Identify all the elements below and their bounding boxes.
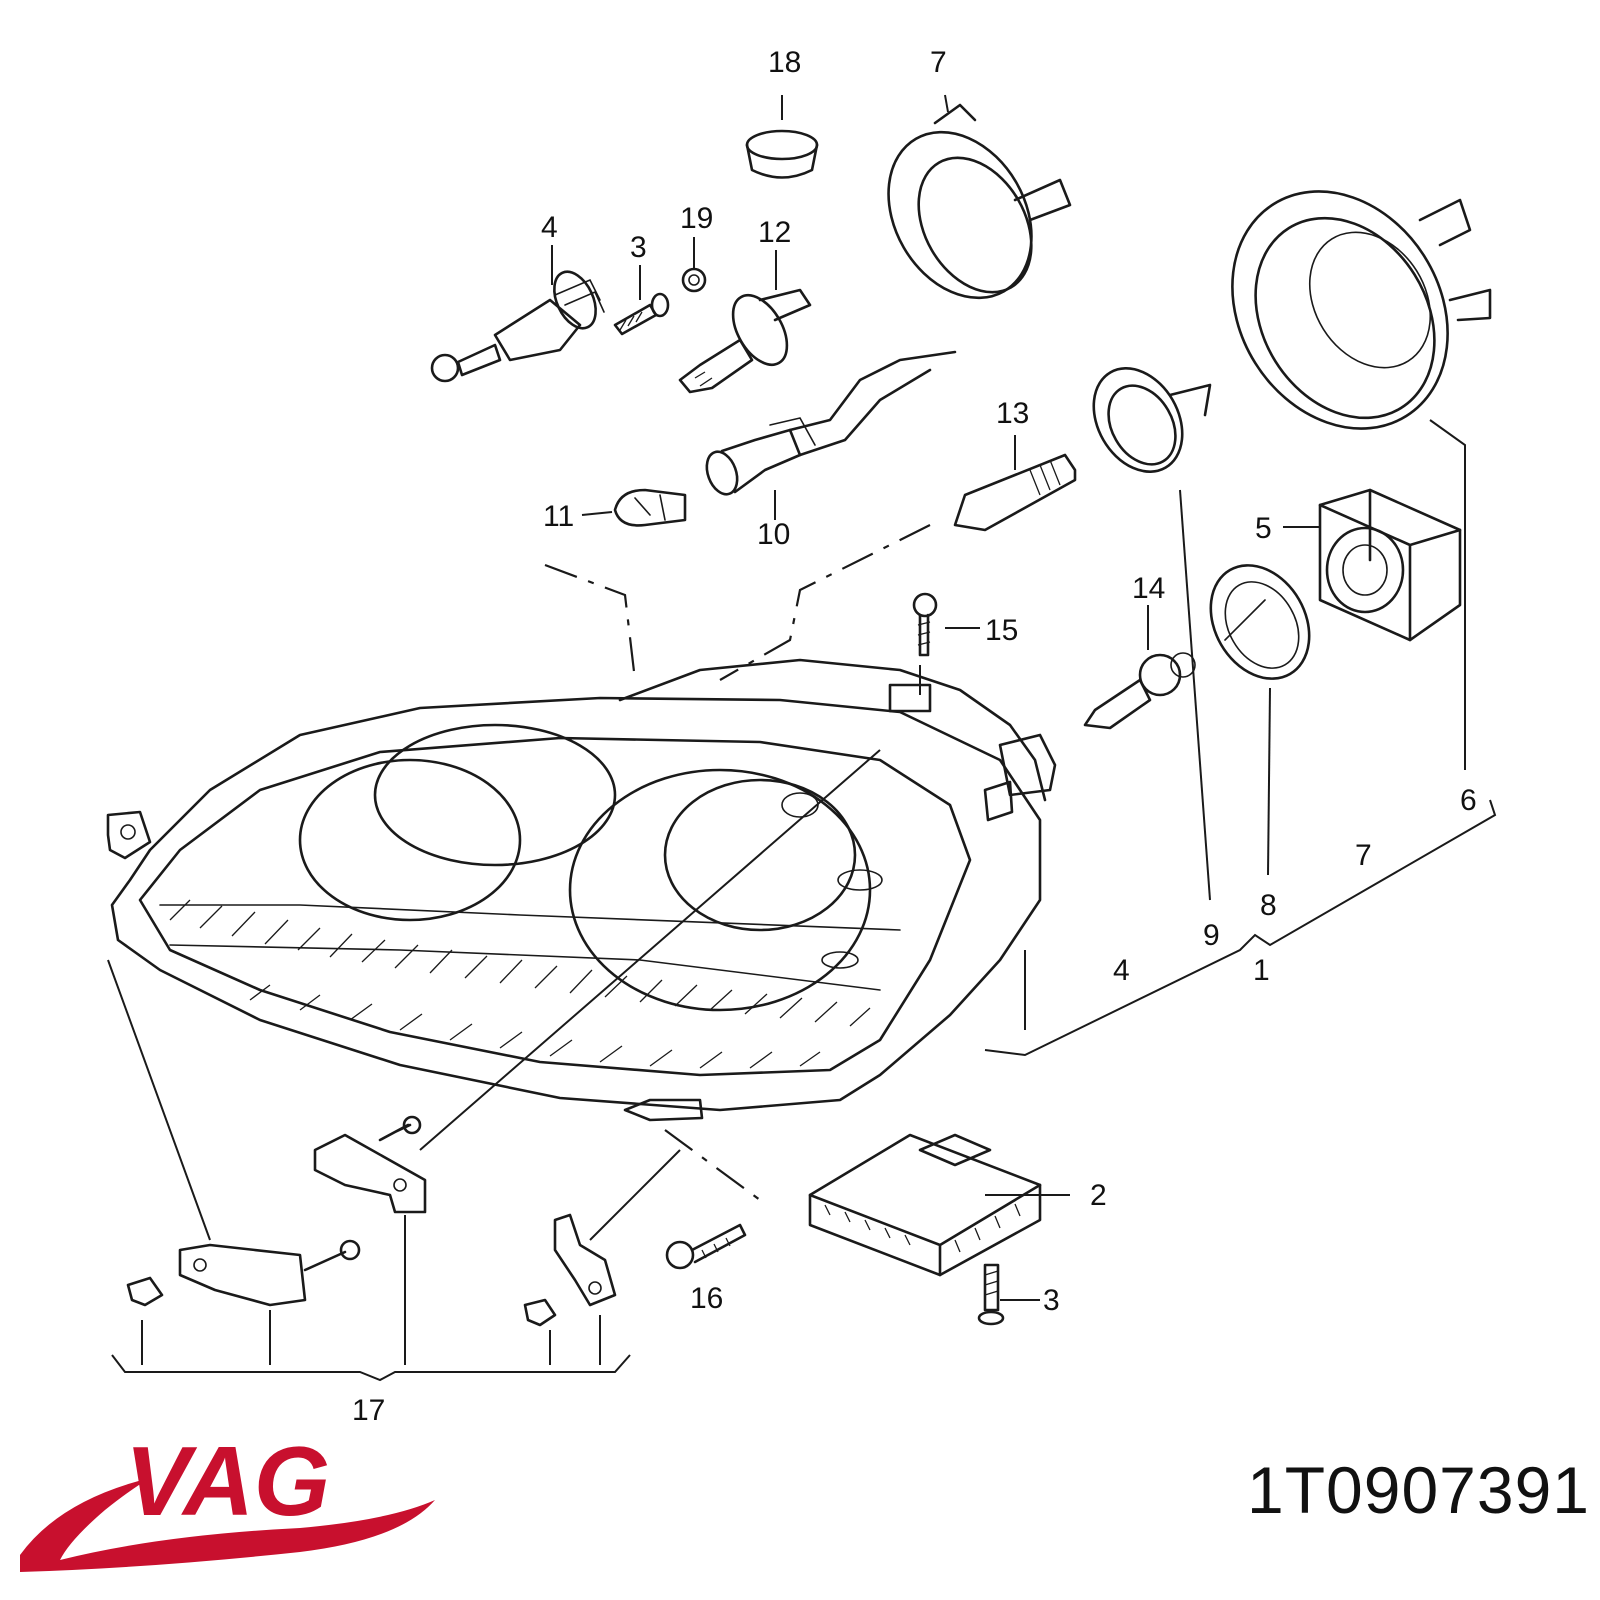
callout-16: 16	[690, 1282, 723, 1315]
screw-part-bottom	[977, 1263, 1005, 1326]
mount-boss-top	[888, 683, 932, 713]
reflector-ring-part-large	[1231, 190, 1492, 430]
logo-text: VAG	[125, 1426, 330, 1536]
callout-4-top: 4	[541, 211, 558, 244]
logo-swoosh	[20, 1478, 435, 1572]
callout-7-right: 7	[1355, 839, 1372, 872]
screw-part-15	[912, 592, 938, 657]
callout-9: 9	[1203, 919, 1220, 952]
wire-harness-socket	[705, 350, 957, 496]
callout-labels: 18 7 4 3 19 12 13 11 10 5 15 14 6 7 9 8 …	[352, 46, 1477, 1427]
side-bulb-part	[1083, 652, 1196, 730]
screw-part-top	[613, 292, 670, 336]
ballast-unit-part	[808, 1133, 1042, 1277]
callout-18: 18	[768, 46, 801, 79]
screw-part-16	[665, 1223, 747, 1270]
callout-17: 17	[352, 1394, 385, 1427]
retaining-ring-part	[1209, 564, 1311, 680]
nut-part	[681, 267, 707, 293]
lamp-ring-part-small	[887, 103, 1072, 300]
callout-11: 11	[543, 500, 574, 533]
callout-13: 13	[996, 397, 1029, 430]
callout-4-group: 4	[1113, 954, 1130, 987]
wedge-bulb-part	[613, 488, 687, 527]
igniter-module-part	[1318, 488, 1462, 642]
callout-12: 12	[758, 216, 791, 249]
callout-15: 15	[985, 614, 1018, 647]
h7-bulb-part	[678, 288, 812, 394]
callout-14: 14	[1132, 572, 1165, 605]
callout-1: 1	[1253, 954, 1270, 987]
callout-7-top: 7	[930, 46, 947, 79]
leader-lines	[107, 94, 1497, 1382]
callout-8: 8	[1260, 889, 1277, 922]
callout-3-top: 3	[630, 231, 647, 264]
callout-3-bottom: 3	[1043, 1284, 1060, 1317]
vag-logo: VAG	[20, 1426, 435, 1572]
callout-2: 2	[1090, 1179, 1107, 1212]
cap-plug-part	[745, 129, 819, 179]
repair-bracket-set	[126, 1115, 617, 1327]
callout-19: 19	[680, 202, 713, 235]
headlight-housing	[106, 658, 1057, 1122]
tube-bulb-part	[953, 453, 1077, 532]
callout-10: 10	[757, 518, 790, 551]
bulb-socket-assembly	[430, 270, 605, 383]
part-number: 1T0907391	[1247, 1453, 1590, 1527]
callout-6: 6	[1460, 784, 1477, 817]
assembly-lines	[544, 524, 931, 1201]
small-ring-part	[1092, 367, 1212, 473]
callout-5: 5	[1255, 512, 1272, 545]
